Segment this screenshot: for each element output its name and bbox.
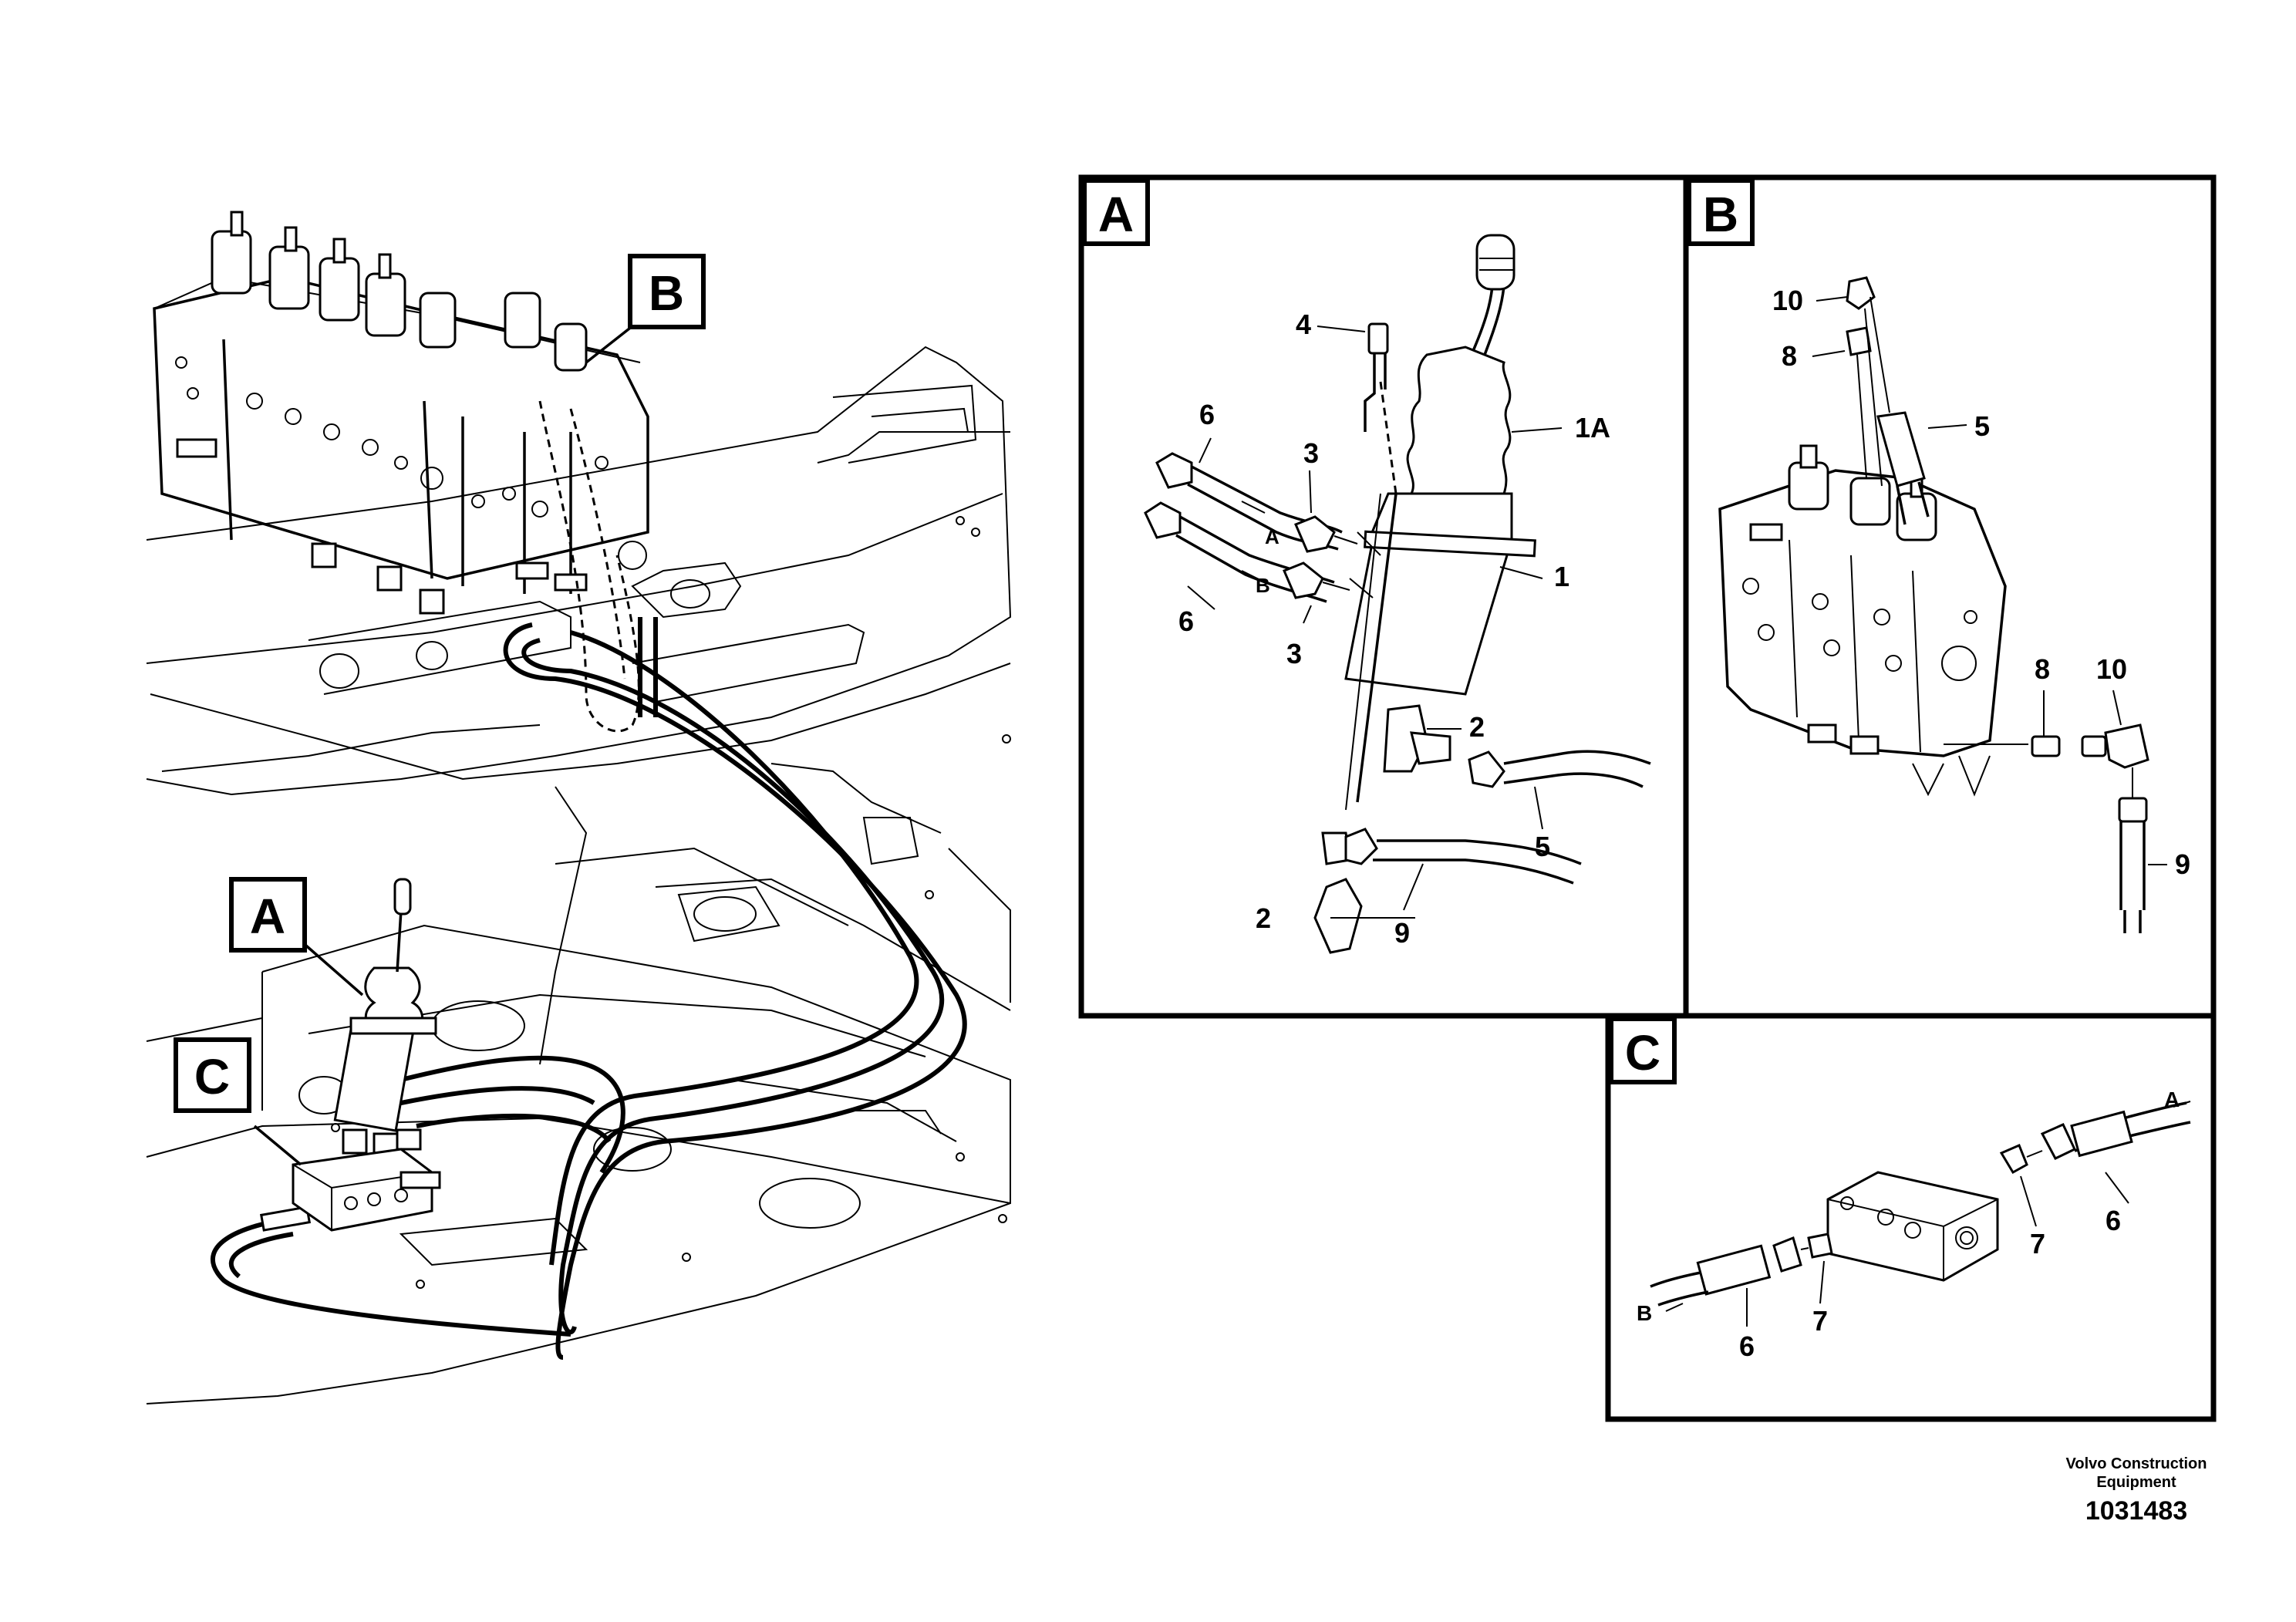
panel-c-leaders	[1665, 1101, 2191, 1327]
detail-panel-c: C	[1605, 1013, 2217, 1422]
panel-c-hose-label-b: B	[1637, 1301, 1652, 1325]
callout-2-upper: 2	[1469, 711, 1485, 743]
upper-fittings	[1846, 276, 1930, 525]
elbows-2	[1313, 704, 1451, 954]
callout-4: 4	[1296, 309, 1311, 340]
callout-3-lower: 3	[1286, 638, 1302, 669]
leader-c	[253, 1125, 302, 1166]
panel-a-leaders	[1187, 325, 1563, 919]
panel-b-label: B	[1703, 187, 1738, 242]
callout-8-side: 8	[2035, 653, 2050, 685]
callout-7-c-right: 7	[2030, 1228, 2045, 1259]
callout-10-upper: 10	[1772, 285, 1803, 316]
hose-5	[1468, 750, 1651, 788]
overview-label-c-text: C	[194, 1049, 230, 1104]
overview-label-b-text: B	[649, 265, 684, 321]
valve-section	[1718, 444, 2007, 797]
company-name-line2: Equipment	[2096, 1474, 2176, 1491]
company-name-line1: Volvo Construction	[2065, 1455, 2207, 1472]
hose-label-a: A	[1265, 525, 1279, 548]
chassis-frame	[146, 346, 1012, 1404]
overview-label-c: C	[174, 1037, 251, 1113]
callout-7-c-left: 7	[1812, 1305, 1828, 1337]
panel-c-label: C	[1625, 1025, 1660, 1081]
valve-ports	[175, 356, 647, 615]
callout-8-upper: 8	[1782, 340, 1797, 372]
company-name: Volvo Construction Equipment	[2036, 1455, 2237, 1492]
callout-2-lower: 2	[1256, 902, 1271, 934]
callout-6-lower: 6	[1178, 605, 1194, 637]
leader-a	[299, 939, 364, 996]
callout-10-side: 10	[2096, 653, 2127, 685]
bolt-4	[1364, 322, 1389, 432]
pilot-control-valve	[333, 878, 437, 1158]
pilot-hoses	[211, 617, 967, 1360]
side-fittings	[1944, 723, 2149, 933]
overview-drawing: B A C	[146, 211, 1012, 1404]
overview-label-a: A	[229, 877, 307, 953]
panel-c-block	[1826, 1171, 1999, 1282]
hose-9	[1344, 828, 1582, 885]
callout-1: 1	[1554, 561, 1569, 592]
fittings-3	[1283, 515, 1381, 599]
callout-3-upper: 3	[1303, 437, 1319, 469]
callout-5: 5	[1535, 831, 1550, 862]
callout-6-c-left: 6	[1739, 1330, 1755, 1362]
panel-c-hose-b	[1650, 1233, 1833, 1307]
pilot-valve-body	[1344, 234, 1536, 811]
drawing-number: 1031483	[2085, 1496, 2188, 1526]
detail-panel-a: A	[1078, 174, 1689, 1019]
panel-c-hose-a	[1999, 1101, 2191, 1175]
overview-label-b: B	[628, 254, 706, 329]
callout-6-upper: 6	[1199, 399, 1215, 430]
panel-c-hose-label-a: A	[2164, 1088, 2180, 1111]
control-valve-block	[153, 211, 649, 733]
panel-b-leaders	[1812, 296, 2167, 865]
callout-9: 9	[1394, 917, 1410, 949]
callout-5-b: 5	[1974, 410, 1990, 442]
callout-6-c-right: 6	[2106, 1205, 2121, 1236]
hose-label-b: B	[1256, 574, 1270, 597]
valve-caps	[211, 211, 588, 372]
junction-block	[292, 1148, 441, 1232]
callout-1a: 1A	[1575, 412, 1610, 443]
detail-panel-b: B	[1683, 174, 2217, 1019]
callout-9-b: 9	[2175, 848, 2190, 880]
panel-a-label: A	[1098, 187, 1134, 242]
overview-label-a-text: A	[250, 889, 285, 944]
